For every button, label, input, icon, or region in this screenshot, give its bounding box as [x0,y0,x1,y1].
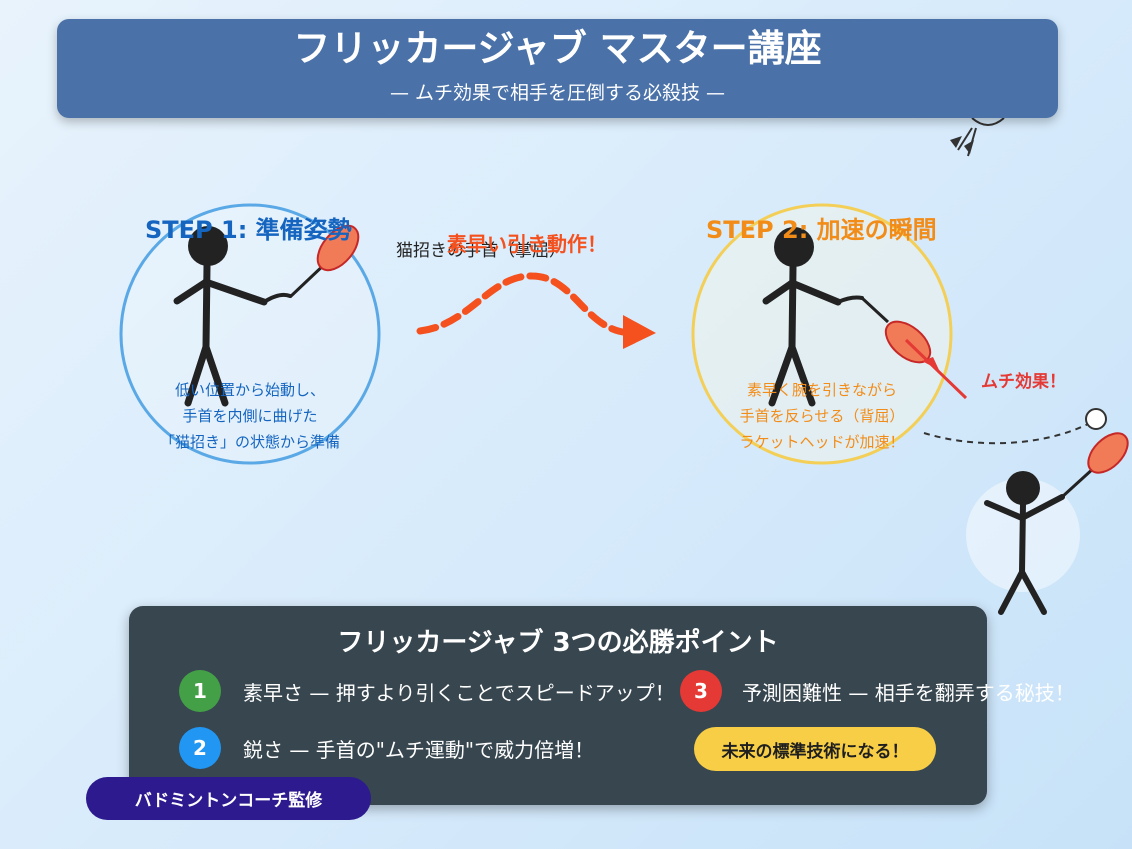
whip-label: ムチ効果！ [981,372,1066,392]
point-3-number-badge: 3 [680,670,722,712]
step2-wrist [836,295,864,304]
step1-desc-line: 手首を内側に曲げた [182,407,318,425]
pull-label: 素早い引き動作！ [447,232,607,256]
page-title: フリッカージャブ マスター講座 [293,27,822,70]
point-1: 1 素早さ — 押すより引くことでスピードアップ！ [179,670,675,712]
point-2-number-badge: 2 [179,727,221,769]
step1-racket-head [316,224,360,272]
shuttlecock-icon [950,117,1005,157]
whip-motion-tip [922,357,939,370]
step1-desc-line: 「猫招き」の状態から準備 [159,433,340,451]
step2-desc-line: 素早く腕を引きながら [746,381,897,399]
supervised-badge: バドミントンコーチ監修 [86,777,371,820]
step2-racket-shaft [860,296,890,324]
shuttle-trajectory [923,423,1089,445]
opponent-stick-figure [984,471,1065,615]
step2-description: 素早く腕を引きながら 手首を反らせる（背屈） ラケットヘッドが加速！ [702,377,942,455]
whip-motion-line [904,338,968,400]
step2-circle [691,203,953,465]
opponent-racket-shaft [1060,465,1097,499]
point-3-text: 予測困難性 — 相手を翻弄する秘技！ [742,680,1075,705]
points-panel-title: フリッカージャブ 3つの必勝ポイント [337,628,779,658]
opponent-racket-head [1087,432,1129,474]
wrist-label: 猫招きの手首（掌屈） [396,241,566,261]
step1-description: 低い位置から始動し、 手首を内側に曲げた 「猫招き」の状態から準備 [130,377,370,455]
step1-stick-figure [173,226,268,407]
point-1-text: 素早さ — 押すより引くことでスピードアップ！ [243,680,675,705]
point-3: 3 予測困難性 — 相手を翻弄する秘技！ [680,670,1075,712]
page-subtitle: — ムチ効果で相手を圧倒する必殺技 — [389,82,726,104]
pull-arrowhead [623,315,656,349]
step2-title: STEP 2: 加速の瞬間 [706,216,937,244]
step2-desc-line: ラケットヘッドが加速！ [739,433,905,451]
step1-title: STEP 1: 準備姿勢 [145,216,352,244]
step1-desc-line: 低い位置から始動し、 [174,381,325,399]
points-panel: フリッカージャブ 3つの必勝ポイント 1 素早さ — 押すより引くことでスピード… [129,606,1075,805]
point-2-text: 鋭さ — 手首の"ムチ運動"で威力倍増！ [243,737,595,762]
shuttle-ball [1085,408,1107,430]
step1-circle [119,203,381,465]
step1-wrist [262,292,292,304]
point-1-number-badge: 1 [179,670,221,712]
step2-stick-figure [762,227,842,407]
pull-arrow [416,272,636,337]
future-standard-badge: 未来の標準技術になる！ [694,727,936,771]
step2-desc-line: 手首を反らせる（背屈） [739,407,905,425]
point-2: 2 鋭さ — 手首の"ムチ運動"で威力倍増！ [179,727,594,769]
header-banner: フリッカージャブ マスター講座 — ムチ効果で相手を圧倒する必殺技 — [57,19,1058,118]
